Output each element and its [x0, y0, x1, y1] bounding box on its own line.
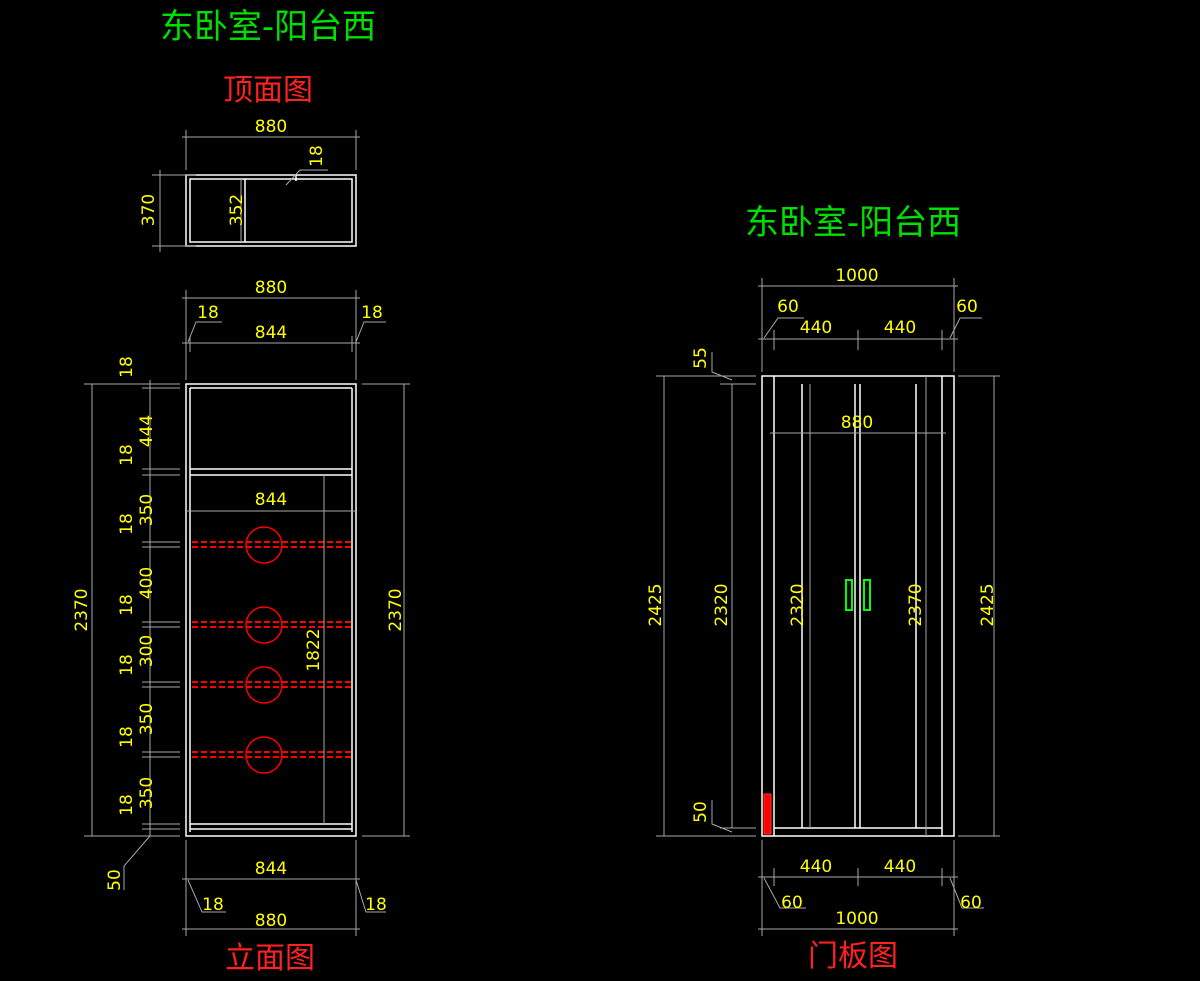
dim-front-top-side-left: 18 — [197, 303, 219, 323]
dim-door-top-right: 440 — [884, 318, 916, 338]
cabinet-outline — [185, 383, 357, 837]
dim-front-plinth: 50 — [105, 869, 125, 891]
dim-panel-1: 18 — [117, 356, 137, 378]
dim-door-top-left: 440 — [800, 318, 832, 338]
top-view — [185, 174, 357, 247]
dim-door-top-side-right: 60 — [956, 297, 978, 317]
dim-front-top-inner: 844 — [255, 323, 287, 343]
dim-door-height-2320-a: 2320 — [712, 583, 732, 626]
door-handle-left — [845, 579, 853, 611]
dim-panel-2: 18 — [117, 444, 137, 466]
dim-top-width: 880 — [255, 117, 287, 137]
shelf-pin-1 — [245, 526, 283, 564]
dim-door-bottom-side-right: 60 — [960, 893, 982, 913]
dim-door-height-2320-b: 2320 — [788, 583, 808, 626]
dim-front-bottom-side-left: 18 — [202, 895, 224, 915]
left-title: 东卧室-阳台西 — [160, 7, 376, 47]
door-view — [761, 375, 955, 837]
front-cabinet — [185, 383, 357, 837]
dim-door-bottom-right: 440 — [884, 857, 916, 877]
door-view-dims — [656, 278, 1000, 936]
top-view-inner — [189, 178, 353, 243]
dim-gap-1: 444 — [137, 415, 157, 447]
dim-front-total-left: 2370 — [72, 588, 92, 631]
door-handle-right — [863, 579, 871, 611]
shelf-pin-4 — [245, 736, 283, 774]
dim-gap-3: 400 — [137, 567, 157, 599]
shelf-pin-2 — [245, 606, 283, 644]
dim-panel-3: 18 — [117, 513, 137, 535]
dim-panel-5: 18 — [117, 654, 137, 676]
dim-door-height-outer-right: 2425 — [978, 583, 998, 626]
right-title: 东卧室-阳台西 — [745, 203, 961, 243]
dim-door-inner-width: 880 — [841, 413, 873, 433]
top-view-dims — [152, 130, 360, 252]
dim-door-height-outer-left: 2425 — [646, 583, 666, 626]
dim-door-height-2370: 2370 — [906, 583, 926, 626]
dim-door-bottom-left: 440 — [800, 857, 832, 877]
dim-top-depth: 370 — [139, 194, 159, 226]
hatched-block — [763, 793, 772, 835]
dim-panel-6: 18 — [117, 726, 137, 748]
dim-door-bottom-gap: 50 — [691, 801, 711, 823]
dim-front-top-width: 880 — [255, 278, 287, 298]
dim-front-top-side-right: 18 — [361, 303, 383, 323]
dim-gap-2: 350 — [137, 494, 157, 526]
dim-front-shelf-inner: 844 — [255, 490, 287, 510]
dim-panel-4: 18 — [117, 594, 137, 616]
dim-front-bottom-width: 880 — [255, 911, 287, 931]
door-view-label: 门板图 — [808, 939, 898, 974]
front-view-dims — [84, 290, 410, 936]
dim-front-inner-height: 1822 — [304, 628, 324, 671]
dim-door-top-gap: 55 — [691, 347, 711, 369]
front-view-label: 立面图 — [225, 941, 315, 976]
dim-panel-7: 18 — [117, 794, 137, 816]
dim-front-bottom-inner: 844 — [255, 859, 287, 879]
adjustable-shelves — [192, 526, 352, 774]
dim-door-top-total: 1000 — [835, 266, 878, 286]
dim-gap-5: 350 — [137, 703, 157, 735]
dim-door-bottom-side-left: 60 — [781, 893, 803, 913]
dim-gap-4: 300 — [137, 635, 157, 667]
dim-front-bottom-side-right: 18 — [365, 895, 387, 915]
dim-door-bottom-total: 1000 — [835, 909, 878, 929]
door-frame-outline — [761, 375, 955, 837]
dim-front-total-right: 2370 — [386, 588, 406, 631]
dim-top-panel: 18 — [307, 145, 327, 167]
top-view-label: 顶面图 — [223, 73, 313, 108]
dim-door-top-side-left: 60 — [777, 297, 799, 317]
dim-top-inner-depth: 352 — [227, 194, 247, 226]
top-view-outline — [185, 174, 357, 247]
dim-gap-6: 350 — [137, 777, 157, 809]
shelf-pin-3 — [245, 666, 283, 704]
